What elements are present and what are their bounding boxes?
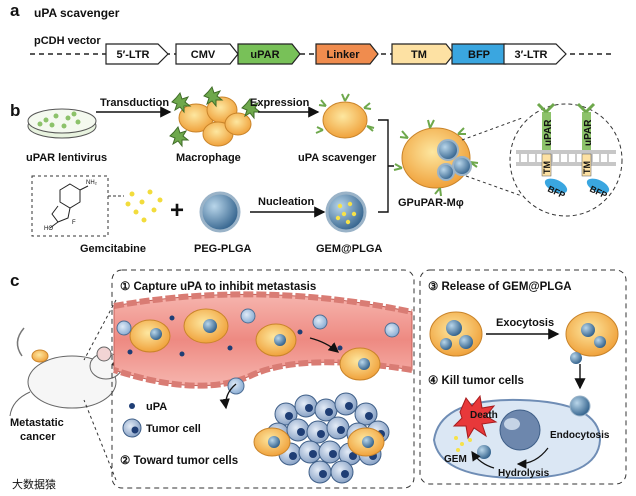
gem-plga-label: GEM@PLGA	[316, 243, 382, 255]
step1-text: ① Capture uPA to inhibit metastasis	[120, 280, 316, 293]
step4-text: ④ Kill tumor cells	[428, 374, 524, 387]
exocytosis-label: Exocytosis	[496, 317, 554, 329]
segment-3-shape	[315, 43, 379, 65]
zoom-line-bottom	[465, 175, 523, 197]
gem-release-arrow	[471, 451, 495, 469]
segment-1-shape	[175, 43, 239, 65]
vessel-tumor-cells	[116, 308, 400, 395]
panel-b-label: b	[10, 101, 20, 120]
release-cell-before	[429, 311, 483, 357]
mouse-label-line2: cancer	[20, 431, 56, 443]
mouse-label-line1: Metastatic	[10, 417, 64, 429]
svg-text:NH₂: NH₂	[86, 180, 98, 186]
tm-label-2: TM	[582, 161, 592, 174]
gemcitabine-structure: HO NH₂ F	[31, 175, 109, 237]
release-cell-after	[565, 311, 619, 364]
gemcitabine-dots	[125, 189, 163, 223]
upar-receptor-label-1: uPAR	[543, 119, 554, 146]
hydrolysis-label: Hydrolysis	[498, 468, 550, 479]
macrophage-cluster	[169, 85, 262, 148]
vessel-arrow	[309, 337, 339, 353]
vessel-macrophages	[129, 308, 381, 381]
membrane-zoom	[509, 102, 623, 217]
nucleation-label: Nucleation	[258, 196, 315, 208]
legend-tumor-icon	[122, 418, 142, 438]
segment-4-shape	[391, 43, 455, 65]
vector-label: pCDH vector	[34, 35, 101, 47]
panel-a-label: a	[10, 1, 20, 20]
gemcitabine-label: Gemcitabine	[80, 243, 146, 255]
peg-plga-label: PEG-PLGA	[194, 243, 252, 255]
gem-label: GEM	[444, 454, 467, 465]
scavenger-label: uPA scavenger	[298, 152, 377, 164]
extravasation-arrow	[219, 383, 237, 410]
upa-scavenger-cell	[315, 93, 375, 139]
gpupar-cell	[393, 119, 479, 197]
mouse-zoom-line-bottom	[83, 399, 117, 481]
segment-5-label: BFP	[468, 49, 490, 61]
segment-6-label: 3′-LTR	[515, 49, 548, 61]
macrophage-label: Macrophage	[176, 152, 241, 164]
peg-plga-sphere	[199, 191, 241, 233]
lentivirus-dish	[27, 108, 97, 139]
combine-bracket	[378, 119, 394, 213]
zoom-line-top	[461, 117, 523, 141]
svg-text:HO: HO	[44, 226, 53, 232]
gem-plga-particle	[325, 191, 367, 233]
capture-panel	[111, 269, 415, 489]
segment-3-label: Linker	[326, 49, 360, 61]
mouse-zoom-line-top	[83, 299, 117, 361]
segment-0-label: 5′-LTR	[117, 49, 150, 61]
release-panel	[419, 269, 627, 485]
death-label: Death	[470, 410, 498, 421]
segment-2-shape	[237, 43, 301, 65]
segment-0-shape	[105, 43, 169, 65]
panel-c-label: c	[10, 271, 19, 290]
lentivirus-label: uPAR lentivirus	[26, 152, 107, 164]
legend-upa-icon	[129, 403, 135, 409]
legend-upa-label: uPA	[146, 401, 167, 413]
plus-sign: +	[170, 197, 184, 224]
step3-text: ③ Release of GEM@PLGA	[428, 280, 572, 293]
segment-4-label: TM	[411, 49, 427, 61]
segment-2-label: uPAR	[250, 49, 279, 61]
product-label: GPuPAR-Mφ	[398, 197, 464, 209]
step2-text: ② Toward tumor cells	[120, 454, 238, 467]
mouse-illustration	[9, 327, 123, 417]
svg-text:F: F	[72, 220, 76, 226]
tumor-mass	[253, 392, 390, 484]
watermark-text: 大数据猿	[12, 477, 56, 491]
hydrolysis-arrow	[516, 447, 549, 469]
upar-receptor-label-2: uPAR	[583, 119, 594, 146]
transduction-label: Transduction	[100, 97, 169, 109]
segment-1-label: CMV	[191, 49, 216, 61]
endocytosis-label: Endocytosis	[550, 430, 610, 441]
tm-label-1: TM	[542, 161, 552, 174]
legend-tumor-label: Tumor cell	[146, 423, 201, 435]
expression-label: Expression	[250, 97, 310, 109]
panel-a-title: uPA scavenger	[34, 6, 120, 20]
construct-segments: 5′-LTR CMV uPAR Linker TM BFP 3′-LTR	[105, 43, 567, 65]
segment-6-shape	[503, 43, 567, 65]
